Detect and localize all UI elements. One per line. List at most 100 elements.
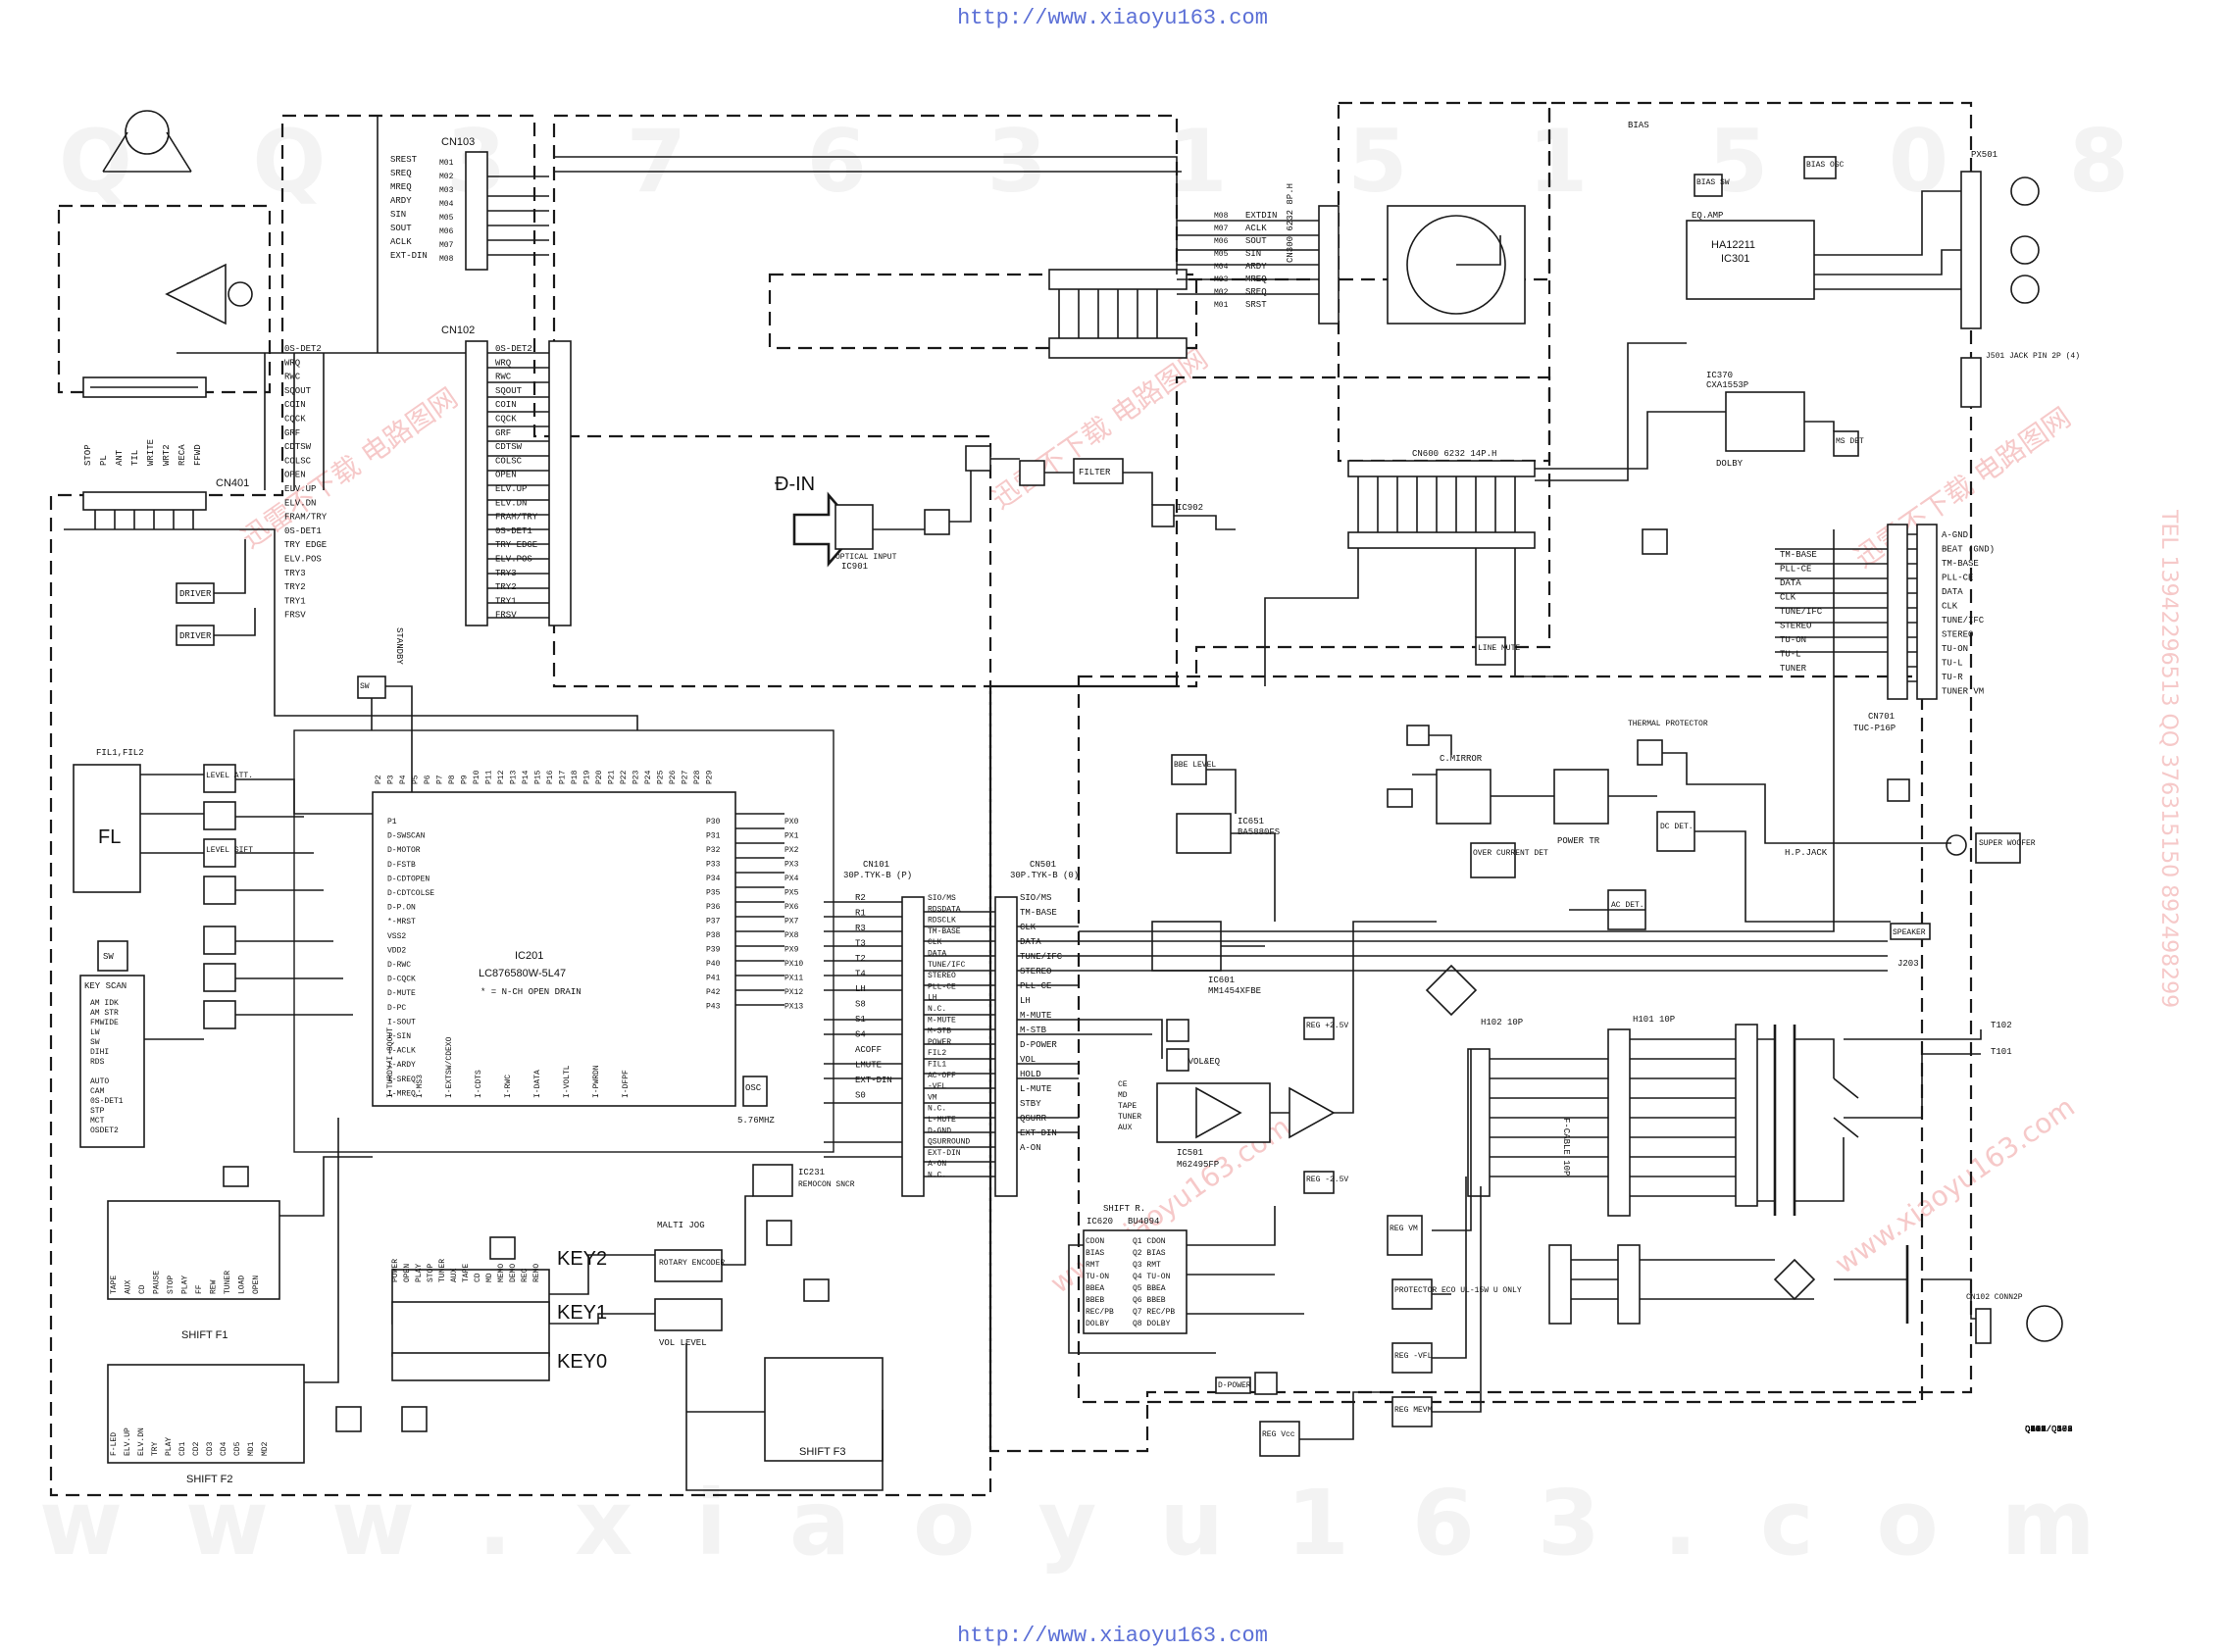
ic201-left-item: P1	[387, 818, 397, 826]
key-labels-item: REC	[521, 1268, 530, 1282]
cn501-right-item: HOLD	[1020, 1070, 1041, 1079]
cn701-right-item: TU-L	[1942, 659, 1963, 669]
ic201-right-out-item: PX9	[784, 946, 799, 955]
cn501-right-item: VOL	[1020, 1055, 1036, 1065]
cn103-signals-item: EXT-DIN	[390, 251, 428, 261]
ic201-top-item: P17	[559, 770, 568, 784]
ic201-right-item: P36	[706, 903, 721, 912]
ic370-label: IC370	[1706, 371, 1733, 380]
bias-sw-label: BIAS SW	[1696, 178, 1730, 187]
ic201-left-item: D-MOTOR	[387, 846, 421, 855]
reg-vm-block	[1387, 1215, 1423, 1256]
level-sift-label: LEVEL SIFT	[206, 846, 253, 855]
ic620-left-item: TU-ON	[1086, 1273, 1109, 1281]
ic201-note: * = N-CH OPEN DRAIN	[480, 987, 582, 997]
cn101-mid-item: M-STB	[928, 1027, 951, 1036]
ic201-right-out-item: PX2	[784, 846, 799, 855]
cn600-connector	[1347, 460, 1536, 477]
shift-f1-keys-item: REW	[210, 1279, 219, 1294]
t101-label: T101	[1991, 1047, 2012, 1057]
ic201-top-item: P9	[461, 775, 470, 784]
cn101-left-item: S8	[855, 1000, 866, 1010]
fl-display	[73, 764, 141, 893]
thermal-label: THERMAL PROTECTOR	[1628, 720, 1708, 728]
cn101-mid-item: L-MUTE	[928, 1116, 956, 1125]
key-labels-item: AUX	[450, 1268, 459, 1282]
driver-label-2: DRIVER	[179, 631, 212, 641]
watermark-bottom: w w w . x i a o y u 1 6 3 . c o m	[39, 1471, 2111, 1576]
cn101-mid-item: N.C.	[928, 1172, 946, 1180]
cn102-signals-item: ELV.DN	[495, 498, 527, 508]
cn103-signals-item: ACLK	[390, 237, 412, 247]
key-scan-items-item: AM IDK	[90, 999, 119, 1008]
cn300-signals-item: ARDY	[1245, 262, 1267, 272]
bridge-rectifier	[1425, 964, 1478, 1017]
cn101-mid-item: TUNE/IFC	[928, 961, 966, 970]
ic201-right-out-item: PX8	[784, 931, 799, 940]
ic201-top-item: P27	[682, 770, 690, 784]
wire-cn600	[1357, 476, 1516, 532]
reg-mevm-block	[1391, 1396, 1433, 1427]
key-scan-auto-item: CAM	[90, 1087, 105, 1096]
power-transformer-core	[1773, 1025, 1796, 1216]
shift-f2-keys-item: CD2	[192, 1441, 201, 1456]
wire-psu-2	[1571, 1259, 1976, 1320]
c-mirror-label: C.MIRROR	[1440, 754, 1483, 764]
rch-head-symbol	[2010, 235, 2040, 265]
shift-f1-keys-item: PLAY	[181, 1276, 190, 1294]
cn101-mid-item: RDSCLK	[928, 917, 956, 926]
ic201-top-item: P10	[473, 770, 481, 784]
cn701-right-item: PLL-CE	[1942, 574, 1973, 583]
cn101-connector	[901, 896, 925, 1197]
cn501-right-item: STEREO	[1020, 967, 1051, 976]
cn300-m-item: M06	[1214, 237, 1229, 246]
key-labels-item: STOP	[427, 1264, 435, 1282]
sw-q371	[97, 940, 128, 972]
cn102-signals-item: COLSC	[495, 456, 523, 466]
ic201-right-out-item: PX7	[784, 918, 799, 926]
cn102-fan-connector	[1975, 1308, 1992, 1344]
cn401-signals-item: WRITE	[146, 439, 156, 466]
ic201-top-item: P21	[608, 770, 617, 784]
cn101-mid-item: RDSDATA	[928, 905, 961, 914]
cn102-signals-item: ELV.POS	[495, 555, 532, 565]
key-labels-item: TAPE	[462, 1264, 471, 1282]
d-in-label: Ð-IN	[775, 474, 815, 495]
pickup-wiring	[102, 131, 192, 173]
ic651-bbe	[1176, 813, 1232, 854]
ic201-top-item: P18	[571, 770, 580, 784]
reg-mevm-label: REG MEVM	[1394, 1406, 1433, 1415]
cn300-m-item: M04	[1214, 263, 1229, 272]
power-tr-block	[1553, 769, 1609, 825]
cn101-mid-item: QSURROUND	[928, 1138, 970, 1147]
ic201-bottom-item: I-EXTSW/CDEXO	[445, 1036, 454, 1098]
cn102-signals-item: TRY2	[495, 582, 517, 592]
cn103-signals-item: SOUT	[390, 224, 412, 233]
cn101-mid-item: POWER	[928, 1038, 951, 1047]
ic201-top-item: P28	[693, 770, 702, 784]
cn701-left-item: TUNER	[1780, 664, 1807, 674]
cn701-left-item: STEREO	[1780, 622, 1811, 631]
key-scan-auto-item: MCT	[90, 1117, 105, 1126]
ic201-top-item: P11	[485, 770, 494, 784]
transistors-item: Q903	[2025, 1425, 2047, 1434]
key-scan-block	[79, 975, 145, 1148]
ic620-left-item: BBEA	[1086, 1284, 1104, 1293]
cn103-signals-item: SIN	[390, 210, 406, 220]
wire-cn102-to-cn401	[264, 353, 325, 490]
ic620-outputs-item: Q5 BBEA	[1133, 1284, 1166, 1293]
ic301-label: IC301	[1721, 253, 1749, 265]
cn101-left-item: ACOFF	[855, 1045, 882, 1055]
ic620-outputs-item: Q6 BBEB	[1133, 1296, 1166, 1305]
ic201-top-item: P16	[546, 770, 555, 784]
cn102-signals-item: OPEN	[495, 471, 517, 480]
ic620-left-item: CDON	[1086, 1237, 1104, 1246]
sw-q371-label: SW	[103, 952, 114, 962]
transistors-item: Q402	[2025, 1425, 2047, 1434]
ic201-top-item: P24	[644, 770, 653, 784]
transistors-item: Q101	[2025, 1425, 2047, 1434]
bias-sw-block	[1694, 174, 1723, 197]
wire-c-mirror	[1412, 734, 1554, 797]
shift-f2-keys-item: MD2	[261, 1441, 270, 1456]
reg-vcc-label: REG Vcc	[1262, 1430, 1295, 1439]
